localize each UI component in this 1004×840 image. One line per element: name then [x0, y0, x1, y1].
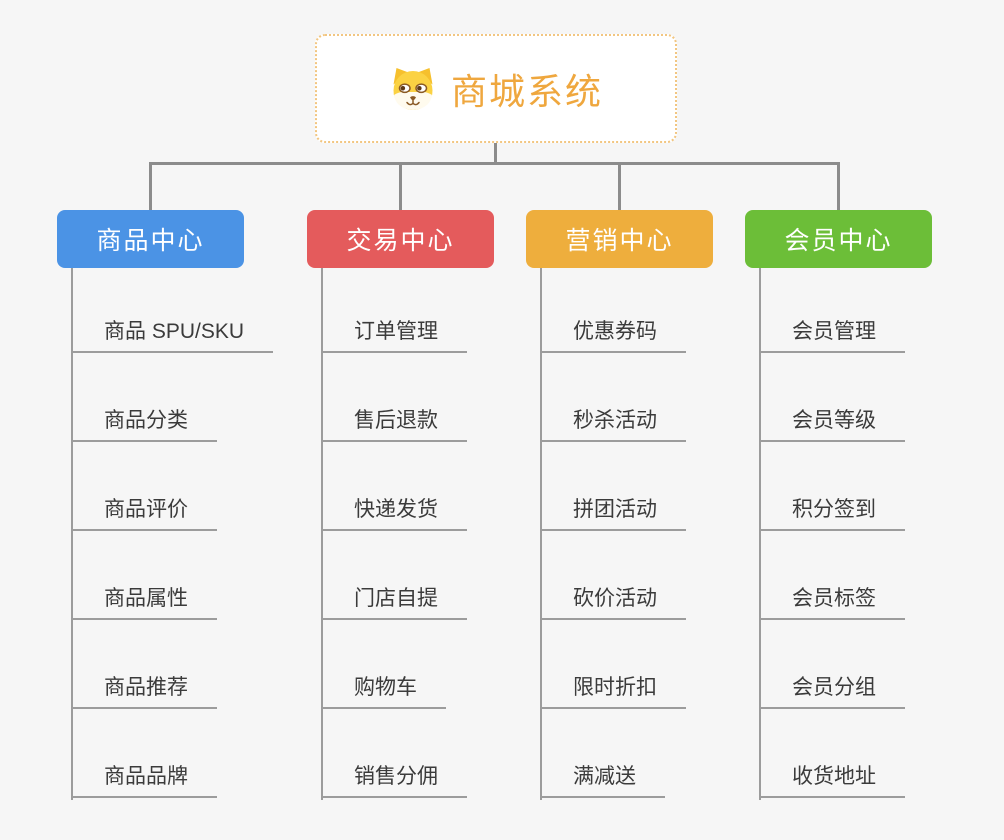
leaf-node[interactable]: 商品属性 — [71, 582, 217, 620]
connector-drop-trade — [399, 163, 402, 210]
leaf-node[interactable]: 砍价活动 — [540, 582, 686, 620]
root-node-title: 商城系统 — [450, 70, 603, 112]
connector-drop-products — [149, 163, 152, 210]
leaf-node[interactable]: 商品品牌 — [71, 760, 217, 798]
leaf-node[interactable]: 购物车 — [321, 671, 446, 709]
leaf-node[interactable]: 商品评价 — [71, 493, 217, 531]
leaf-node[interactable]: 商品推荐 — [71, 671, 217, 709]
leaf-node[interactable]: 售后退款 — [321, 404, 467, 442]
connector-root-stub — [494, 143, 497, 163]
branch-label: 会员中心 — [784, 227, 893, 255]
connector-drop-members — [837, 163, 840, 210]
leaf-node[interactable]: 商品 SPU/SKU — [71, 315, 274, 353]
spine-marketing — [540, 268, 542, 800]
branch-node-products[interactable]: 商品中心 — [57, 210, 244, 268]
leaf-node[interactable]: 优惠券码 — [540, 315, 686, 353]
spine-members — [759, 268, 761, 800]
branch-label: 交易中心 — [346, 227, 455, 255]
connector-bus — [149, 162, 840, 165]
leaf-node[interactable]: 会员管理 — [759, 315, 905, 353]
leaf-node[interactable]: 满减送 — [540, 760, 665, 798]
leaf-node[interactable]: 秒杀活动 — [540, 404, 686, 442]
connector-drop-marketing — [618, 163, 621, 210]
branch-node-members[interactable]: 会员中心 — [745, 210, 932, 268]
leaf-node[interactable]: 积分签到 — [759, 493, 905, 531]
branch-label: 商品中心 — [96, 227, 205, 255]
branch-node-marketing[interactable]: 营销中心 — [526, 210, 713, 268]
spine-trade — [321, 268, 323, 800]
leaf-node[interactable]: 收货地址 — [759, 760, 905, 798]
leaf-node[interactable]: 快递发货 — [321, 493, 467, 531]
leaf-node[interactable]: 订单管理 — [321, 315, 467, 353]
branch-node-trade[interactable]: 交易中心 — [307, 210, 494, 268]
leaf-node[interactable]: 销售分佣 — [321, 760, 467, 798]
leaf-node[interactable]: 限时折扣 — [540, 671, 686, 709]
leaf-node[interactable]: 会员分组 — [759, 671, 905, 709]
leaf-node[interactable]: 商品分类 — [71, 404, 217, 442]
leaf-node[interactable]: 会员标签 — [759, 582, 905, 620]
leaf-node[interactable]: 会员等级 — [759, 404, 905, 442]
spine-products — [71, 268, 73, 800]
root-node[interactable]: 商城系统 — [315, 34, 677, 143]
shiba-dog-face-icon — [393, 67, 433, 110]
branch-label: 营销中心 — [565, 227, 674, 255]
leaf-node[interactable]: 门店自提 — [321, 582, 467, 620]
leaf-node[interactable]: 拼团活动 — [540, 493, 686, 531]
